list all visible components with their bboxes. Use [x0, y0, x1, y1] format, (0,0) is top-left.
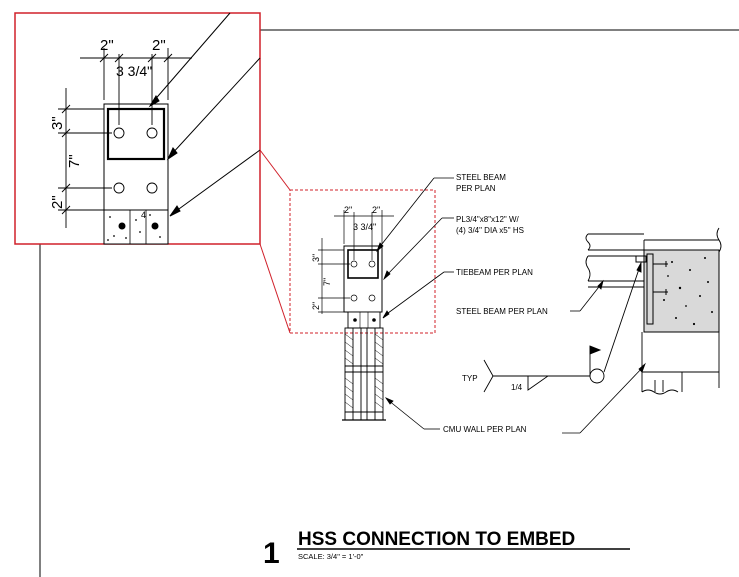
- inset-dim-v3: 2": [49, 195, 66, 209]
- inset-dim-horizontal: [80, 48, 192, 125]
- inset-frame: [14, 12, 261, 245]
- weld-symbol: [483, 261, 642, 393]
- tiebeam: [347, 311, 381, 329]
- inset-bolt-holes: [113, 127, 158, 194]
- inset-tiebeam: 4: [103, 209, 169, 245]
- callout-steel-beam-2: PER PLAN: [456, 184, 496, 193]
- callout-plate-1: PL3/4"x8"x12" W/: [456, 215, 520, 224]
- inset-connector-lines: [259, 149, 291, 334]
- weld-size: 1/4: [511, 383, 523, 392]
- embed-plate: [343, 245, 383, 313]
- elev-dim-mid: 3 3/4": [353, 222, 376, 232]
- detail-number: 1: [263, 537, 280, 570]
- elev-dim-v3: 2": [311, 302, 321, 310]
- detail-scale: SCALE: 3/4" = 1'-0": [298, 552, 364, 561]
- main-elevation: 2" 2" 3 3/4" 3" 7" 2": [289, 189, 436, 421]
- callout-cmu-wall: CMU WALL PER PLAN: [443, 425, 527, 434]
- inset-dim-v1: 3": [49, 116, 66, 130]
- inset-dim-mid: 3 3/4": [116, 63, 152, 79]
- elev-dim-v2: 7": [322, 278, 332, 286]
- elev-dim-left: 2": [344, 205, 352, 215]
- bolt-holes: [350, 260, 376, 302]
- callout-steel-beam-1: STEEL BEAM: [456, 173, 506, 182]
- title-block: 1 HSS CONNECTION TO EMBED SCALE: 3/4" = …: [263, 529, 630, 570]
- elev-dim-v1: 3": [311, 254, 321, 262]
- inset-hatch-mark: 4: [141, 210, 146, 220]
- inset-dim-right: 2": [152, 37, 166, 54]
- elev-dim-right: 2": [372, 205, 380, 215]
- inset-dim-vertical: [58, 88, 112, 228]
- sheet-border: [39, 29, 739, 577]
- cmu-wall: [342, 327, 386, 421]
- inset-leaders: [148, 12, 261, 217]
- inset-dim-left: 2": [100, 37, 114, 54]
- section-tiebeam: [643, 249, 720, 333]
- section-cmu-wall: [641, 332, 720, 395]
- callout-tiebeam: TIEBEAM PER PLAN: [456, 268, 533, 277]
- elev-dim-lines: [318, 210, 394, 314]
- enlarged-inset: 4 2" 2" 3 3/4" 3" 7: [14, 12, 261, 245]
- inset-hss-tube: [106, 107, 166, 161]
- hss-tube: [347, 249, 379, 279]
- weld-typ: TYP: [462, 374, 478, 383]
- detail-title: HSS CONNECTION TO EMBED: [298, 529, 575, 550]
- section-tiebeam-aggregate: [663, 257, 713, 326]
- callout-plate-2: (4) 3/4" DIA x5" HS: [456, 226, 524, 235]
- cmu-wall-hatch: [344, 333, 384, 409]
- callout-steel-beam-plan: STEEL BEAM PER PLAN: [456, 307, 548, 316]
- right-section: [585, 227, 722, 395]
- inset-dim-v2: 7": [66, 154, 83, 168]
- detail-dashed-box: [289, 189, 436, 334]
- section-steel-beam: [585, 233, 644, 288]
- section-slab: [643, 227, 722, 253]
- section-embed-plate: [635, 253, 668, 325]
